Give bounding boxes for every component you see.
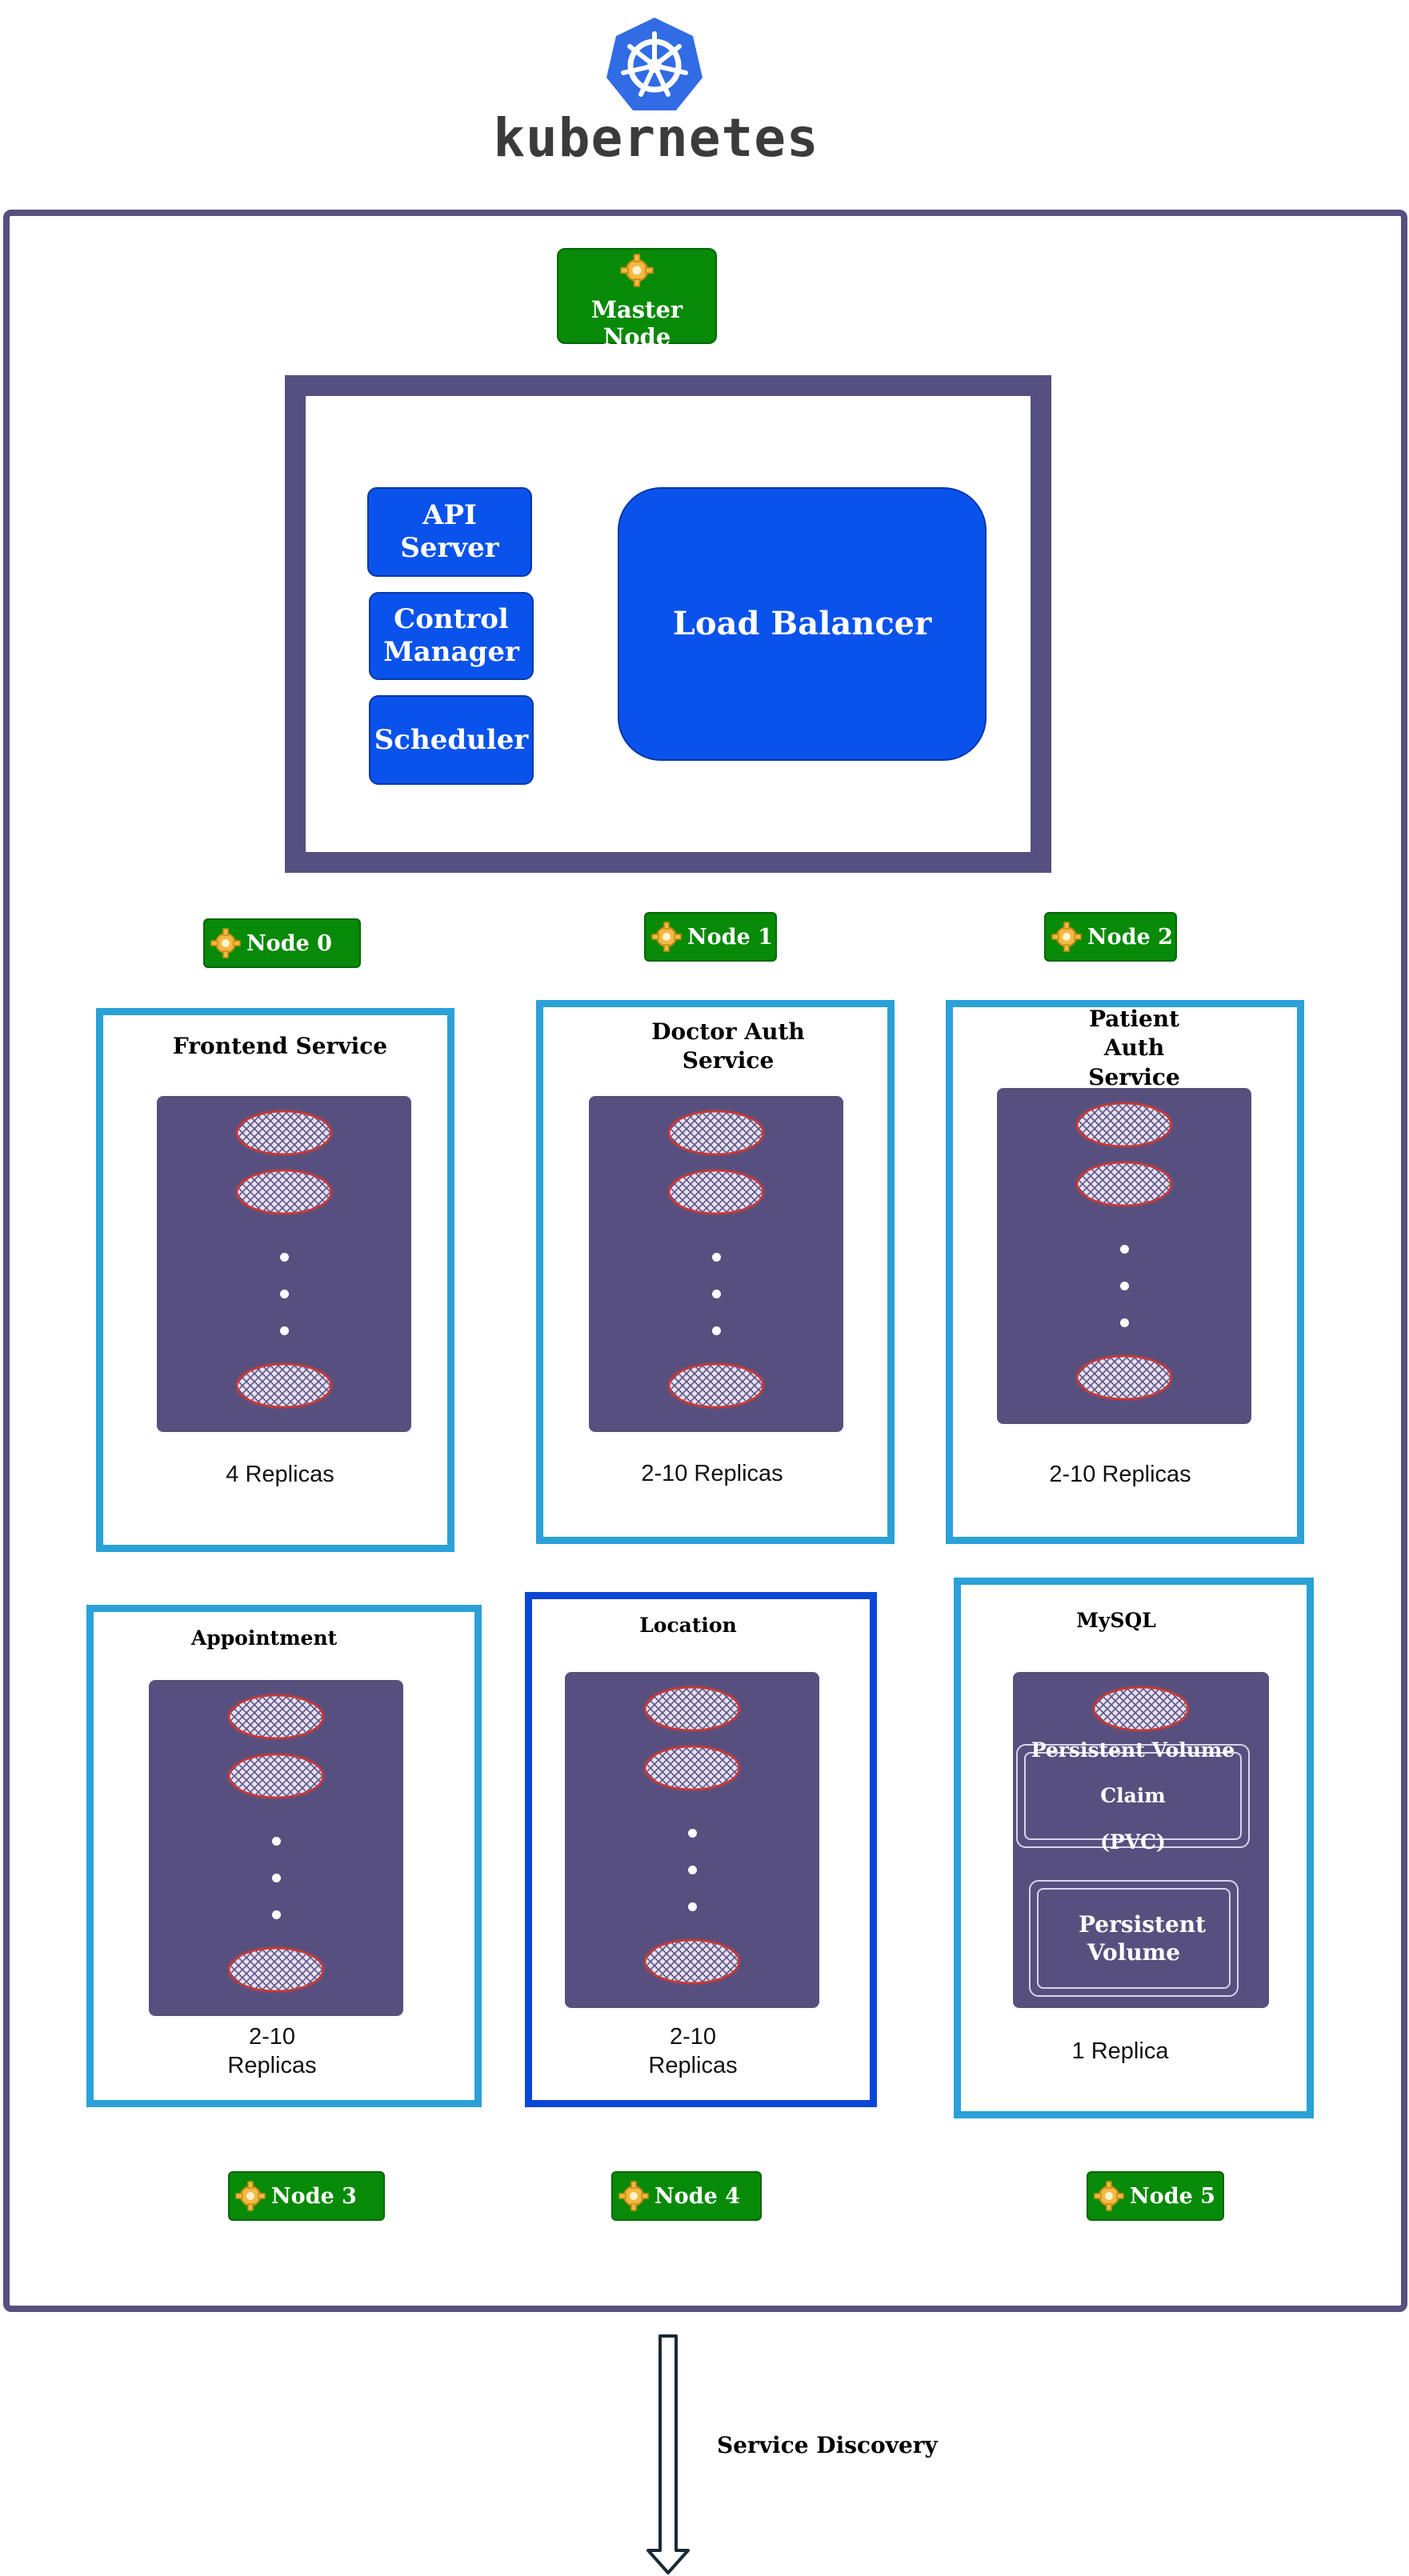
ellipsis-dot — [272, 1874, 281, 1882]
location-service-title: Location — [639, 1614, 737, 1637]
node-3-label[interactable]: Node 3 — [228, 2171, 385, 2221]
master-node-text: Master Node — [590, 296, 683, 350]
gear-icon — [235, 2181, 266, 2211]
control-manager-button[interactable]: Control Manager — [369, 592, 534, 680]
node-3-text: Node 3 — [271, 2183, 357, 2209]
pod-icon — [667, 1362, 765, 1409]
ellipsis-dot — [688, 1866, 697, 1874]
node-2-text: Node 2 — [1087, 924, 1173, 950]
pod-icon — [643, 1745, 741, 1791]
frontend-replicas: 4 Replicas — [226, 1462, 334, 1487]
pod-icon — [667, 1110, 765, 1156]
persistent-volume-claim-inner: Persistent Volume Claim (PVC) — [1024, 1738, 1242, 1854]
gear-icon — [618, 2181, 649, 2211]
pod-icon — [235, 1362, 333, 1409]
doctor-auth-replicas: 2-10 Replicas — [641, 1461, 783, 1486]
location-pod-area — [565, 1672, 819, 2008]
frontend-pod-area — [157, 1096, 411, 1432]
ellipsis-dot — [688, 1829, 697, 1838]
appointment-pod-area — [149, 1680, 403, 2016]
doctor-auth-pod-area — [589, 1096, 843, 1432]
ellipsis-dot — [272, 1910, 281, 1919]
ellipsis-dot — [712, 1326, 721, 1335]
ellipsis-dot — [280, 1253, 289, 1262]
frontend-service-title: Frontend Service — [172, 1033, 388, 1059]
api-server-button[interactable]: API Server — [367, 487, 532, 577]
pvc-label: Persistent Volume Claim — [1031, 1738, 1235, 1808]
gear-icon — [1094, 2181, 1124, 2211]
appointment-service-title: Appointment — [190, 1626, 338, 1650]
pod-icon — [235, 1169, 333, 1215]
service-discovery-arrow — [646, 2334, 690, 2574]
doctor-auth-service-title: Doctor Auth Service — [651, 1018, 805, 1074]
ellipsis-dot — [280, 1290, 289, 1298]
ellipsis-dot — [712, 1290, 721, 1298]
load-balancer-button[interactable]: Load Balancer — [618, 487, 987, 761]
node-2-label[interactable]: Node 2 — [1044, 912, 1177, 962]
patient-auth-pod-area — [997, 1088, 1251, 1424]
persistent-volume-box[interactable]: Persistent Volume — [1029, 1880, 1239, 1997]
pod-icon — [227, 1753, 325, 1799]
gear-icon — [651, 922, 682, 952]
pvc-abbr: (PVC) — [1100, 1830, 1166, 1854]
node-0-text: Node 0 — [246, 930, 332, 956]
persistent-volume-claim-box[interactable]: Persistent Volume Claim (PVC) — [1016, 1738, 1250, 1854]
master-node-label[interactable]: Master Node — [557, 248, 717, 350]
ellipsis-dot — [712, 1253, 721, 1262]
mysql-replicas: 1 Replica — [1071, 2038, 1169, 2064]
pod-icon — [1092, 1686, 1190, 1732]
node-0-label[interactable]: Node 0 — [203, 918, 361, 968]
ellipsis-dot — [1120, 1245, 1129, 1254]
pod-icon — [227, 1946, 325, 1993]
kubernetes-logo-icon — [606, 18, 702, 110]
ellipsis-dot — [1120, 1318, 1129, 1327]
node-1-label[interactable]: Node 1 — [644, 912, 777, 962]
service-discovery-label: Service Discovery — [717, 2432, 938, 2458]
pod-icon — [643, 1938, 741, 1985]
pod-icon — [235, 1110, 333, 1156]
ellipsis-dot — [1120, 1282, 1129, 1290]
node-1-text: Node 1 — [687, 924, 773, 950]
node-5-label[interactable]: Node 5 — [1087, 2171, 1224, 2221]
gear-icon — [1051, 922, 1082, 952]
node-4-label[interactable]: Node 4 — [611, 2171, 762, 2221]
pod-icon — [1075, 1161, 1173, 1207]
kubernetes-wordmark: kubernetes — [493, 107, 819, 169]
gear-icon — [620, 254, 654, 287]
appointment-replicas: 2-10 Replicas — [227, 2024, 317, 2079]
patient-auth-replicas: 2-10 Replicas — [1049, 1462, 1191, 1487]
location-replicas: 2-10 Replicas — [648, 2024, 738, 2079]
scheduler-button[interactable]: Scheduler — [369, 695, 534, 785]
node-4-text: Node 4 — [654, 2183, 740, 2209]
mysql-pod-area — [1013, 1672, 1269, 2008]
mysql-service-title: MySQL — [1076, 1609, 1156, 1632]
gear-icon — [210, 928, 241, 958]
pod-icon — [1075, 1102, 1173, 1148]
ellipsis-dot — [272, 1837, 281, 1846]
pod-icon — [227, 1694, 325, 1740]
pod-icon — [643, 1686, 741, 1732]
ellipsis-dot — [280, 1326, 289, 1335]
pod-icon — [667, 1169, 765, 1215]
ellipsis-dot — [688, 1902, 697, 1911]
node-5-text: Node 5 — [1130, 2183, 1215, 2209]
patient-auth-service-title: Patient Auth Service — [1088, 1006, 1180, 1090]
pv-label: Persistent Volume — [1079, 1911, 1207, 1966]
pod-icon — [1075, 1354, 1173, 1401]
cluster-boundary — [3, 210, 1407, 2312]
persistent-volume-inner: Persistent Volume — [1037, 1888, 1231, 1989]
